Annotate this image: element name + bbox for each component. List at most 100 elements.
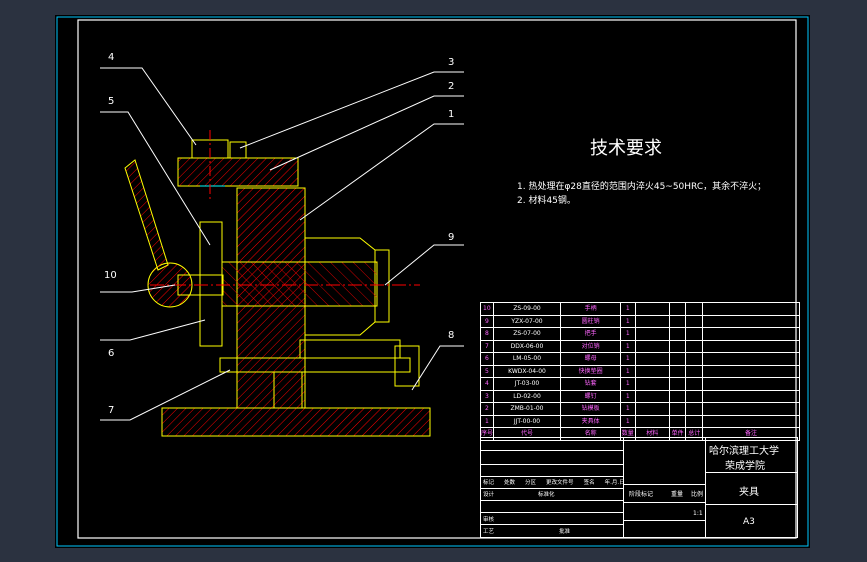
stage-label: 阶段标记 [629, 491, 654, 498]
bom-code: DDX-06-00 [494, 340, 562, 352]
bom-no: 7 [481, 340, 494, 352]
bom-total: 总计 [686, 428, 704, 440]
bom-unit [670, 365, 687, 377]
bom-total [686, 365, 704, 377]
drawing-name: 夹具 [739, 487, 759, 498]
bom-name: 把手 [561, 328, 621, 340]
bom-unit [670, 340, 687, 352]
assembly-view [124, 130, 431, 437]
leader-2 [269, 95, 464, 171]
requirement-2: 2. 材料45钢。 [517, 196, 576, 206]
bom-name: 钻套 [561, 378, 621, 390]
bom-qty: 数量 [621, 428, 636, 440]
leader-6 [100, 319, 206, 341]
bom-remark [703, 391, 799, 403]
bom-remark [703, 403, 799, 415]
bom-code: LD-02-00 [494, 390, 562, 402]
bom-unit: 单件 [670, 428, 687, 440]
bom-qty: 1 [621, 328, 636, 340]
sheet-frame [77, 19, 797, 539]
requirements-list: 1. 热处理在φ28直径的范围内淬火45~50HRC，其余不淬火； 2. 材料4… [517, 180, 787, 208]
bom-name: 快换垫圈 [561, 365, 621, 377]
bom-unit [670, 353, 687, 365]
bom-unit [670, 315, 687, 327]
bom-qty: 1 [621, 353, 636, 365]
title-block: 标记 处数 分区 更改文件号 签名 年.月.日 设计 标准化 审核 工艺 批准 … [480, 437, 798, 538]
bom-code: JT-03-00 [494, 378, 562, 390]
bom-qty: 1 [621, 415, 636, 427]
bom-unit [670, 415, 687, 427]
bom-qty: 1 [621, 340, 636, 352]
bom-name: 名称 [561, 428, 621, 440]
quick-washer [199, 221, 223, 347]
requirements-title: 技术要求 [590, 138, 662, 159]
leader-7 [100, 369, 231, 421]
bom-material [636, 403, 670, 415]
bom-no: 序号 [481, 428, 494, 440]
rev-date: 年.月.日 [604, 480, 625, 486]
bom-remark [703, 303, 799, 315]
bom-total [686, 403, 704, 415]
leader-10 [100, 284, 176, 293]
bom-qty: 1 [621, 390, 636, 402]
bom-material: 材料 [636, 428, 670, 440]
check-label: 审核 [483, 517, 495, 523]
bom-remark [703, 316, 799, 328]
requirement-1: 1. 热处理在φ28直径的范围内淬火45~50HRC，其余不淬火； [517, 182, 767, 192]
bom-total [686, 415, 704, 427]
bom-no: 8 [481, 328, 494, 340]
bom-qty: 1 [621, 403, 636, 415]
bom-no: 2 [481, 403, 494, 415]
bom-total [686, 328, 704, 340]
leader-3 [239, 71, 464, 149]
bom-material [636, 315, 670, 327]
rev-row: 标记 处数 分区 更改文件号 签名 年.月.日 [483, 478, 625, 486]
bom-unit [670, 378, 687, 390]
bom-remark: 备注 [745, 430, 758, 437]
design-label: 设计 [483, 492, 495, 498]
bom-name: 钻模板 [561, 403, 621, 415]
leader-1 [299, 123, 464, 221]
bom-material [636, 365, 670, 377]
bom-code: YZX-07-00 [494, 315, 562, 327]
bom-name: 夹具体 [561, 415, 621, 427]
bom-header-row: 序号代号名称数量材料单件总计备注 [481, 428, 799, 441]
bom-material [636, 328, 670, 340]
bom-material [636, 390, 670, 402]
school-name: 哈尔滨理工大学 [709, 446, 779, 457]
rev-zone: 分区 [525, 480, 537, 486]
bom-code: KWDX-04-00 [494, 365, 562, 377]
bom-code: ZS-07-00 [494, 328, 562, 340]
bom-no: 6 [481, 353, 494, 365]
bom-remark [703, 366, 799, 378]
scale-value: 1:1 [693, 510, 703, 517]
bom-qty: 1 [621, 378, 636, 390]
drill-plate [177, 157, 299, 187]
bom-unit [670, 390, 687, 402]
shaft [221, 261, 378, 307]
rev-count: 处数 [504, 480, 516, 486]
bom-no: 10 [481, 303, 494, 315]
leader-4 [100, 67, 197, 146]
ratio-label: 比例 [691, 491, 704, 498]
bom-remark [703, 353, 799, 365]
bom-name: 螺母 [561, 353, 621, 365]
college-name: 荣成学院 [725, 461, 765, 472]
bom-no: 4 [481, 378, 494, 390]
rev-sign: 签名 [583, 480, 595, 486]
bom-code: ZS-09-00 [494, 303, 562, 315]
leader-8 [411, 345, 464, 391]
bom-qty: 1 [621, 315, 636, 327]
bom-code: JJT-00-00 [494, 415, 562, 427]
weight-label: 重量 [671, 491, 684, 498]
handle [124, 159, 169, 271]
